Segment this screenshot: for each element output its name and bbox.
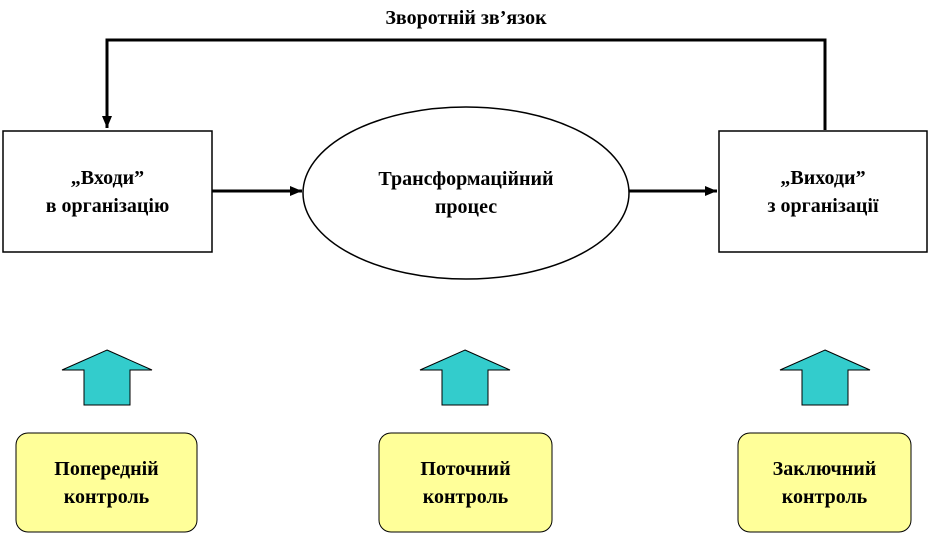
outputs-label-line1: „Виходи”	[780, 166, 866, 189]
inputs-box	[2, 130, 213, 253]
outputs-label: „Виходи” з організації	[719, 131, 927, 252]
final-control-up-arrow-icon	[779, 349, 871, 406]
current-control-line2: контроль	[422, 485, 509, 508]
inputs-label-line2: в організацію	[45, 194, 170, 217]
final-control-box	[737, 432, 912, 533]
inputs-label-line1: „Входи”	[70, 166, 145, 189]
preliminary-control-label: Попередній контроль	[16, 433, 197, 532]
inputs-label: „Входи” в організацію	[3, 131, 212, 252]
process-ellipse	[302, 106, 630, 280]
preliminary-control-up-arrow-icon	[61, 349, 153, 406]
preliminary-control-line2: контроль	[63, 485, 150, 508]
outputs-box	[718, 130, 928, 253]
current-control-box	[378, 432, 553, 533]
preliminary-control-box	[15, 432, 198, 533]
final-control-line1: Заключний	[772, 457, 877, 480]
process-label-line1: Трансформаційний	[378, 168, 554, 190]
preliminary-control-line1: Попередній	[54, 457, 159, 480]
process-label: Трансформаційний процес	[303, 150, 629, 236]
current-control-up-arrow-icon	[419, 349, 511, 406]
final-control-line2: контроль	[781, 485, 868, 508]
current-control-label: Поточний контроль	[379, 433, 552, 532]
outputs-label-line2: з організації	[767, 194, 879, 217]
current-control-line1: Поточний	[420, 457, 511, 480]
process-label-line2: процес	[434, 196, 498, 218]
final-control-label: Заключний контроль	[738, 433, 911, 532]
feedback-label: Зворотній зв’язок	[385, 7, 547, 29]
feedback-loop-line	[102, 38, 827, 130]
